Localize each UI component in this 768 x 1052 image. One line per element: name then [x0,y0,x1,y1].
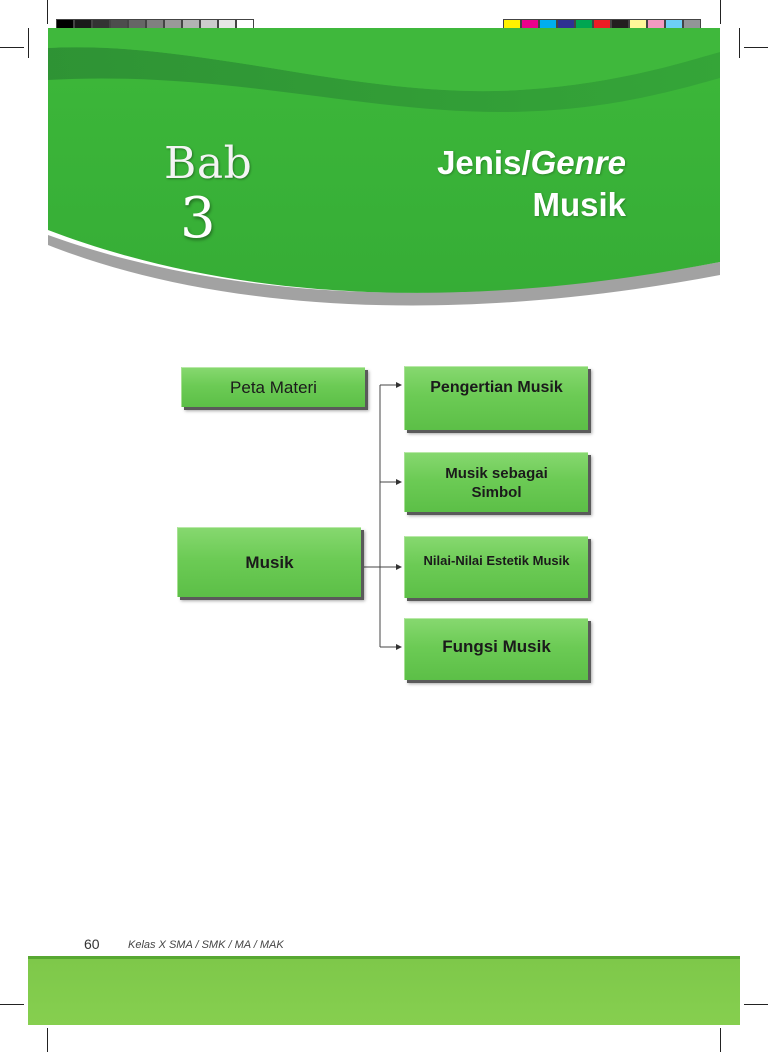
book-title: Kelas X SMA / SMK / MA / MAK [128,939,284,951]
crop-mark [0,1004,24,1005]
crop-mark [739,28,740,58]
branch-label-line2: Simbol [471,483,522,501]
chapter-label: Bab [164,138,253,189]
crop-mark [720,1028,721,1052]
root-topic-box: Musik [177,527,361,597]
footer-band [28,956,740,1025]
crop-mark [47,1028,48,1052]
crop-mark [47,0,48,24]
branch-label: Nilai-Nilai Estetik Musik [423,553,570,568]
branch-box: Nilai-Nilai Estetik Musik [404,536,588,598]
chapter-title-line1: Jenis/Genre [437,144,626,182]
chapter-title-text: Jenis/ [437,144,531,181]
crop-mark [28,28,29,58]
crop-mark [720,0,721,24]
chapter-header-banner [48,28,720,306]
branch-box: Pengertian Musik [404,366,588,430]
crop-mark [744,1004,768,1005]
root-topic-label: Musik [245,552,294,572]
chapter-number: 3 [180,186,216,251]
branch-label: Fungsi Musik [442,637,551,656]
branch-label: Pengertian Musik [430,379,563,396]
branch-box: Musik sebagai Simbol [404,452,588,512]
crop-mark [744,47,768,48]
chapter-title-line2: Musik [532,186,626,223]
chapter-title-italic: Genre [530,144,626,181]
concept-map-heading-box: Peta Materi [181,367,365,407]
branch-label: Musik sebagai [445,464,548,482]
crop-mark [0,47,24,48]
page-number: 60 [84,936,100,952]
branch-box: Fungsi Musik [404,618,588,680]
concept-map-heading: Peta Materi [230,377,317,397]
